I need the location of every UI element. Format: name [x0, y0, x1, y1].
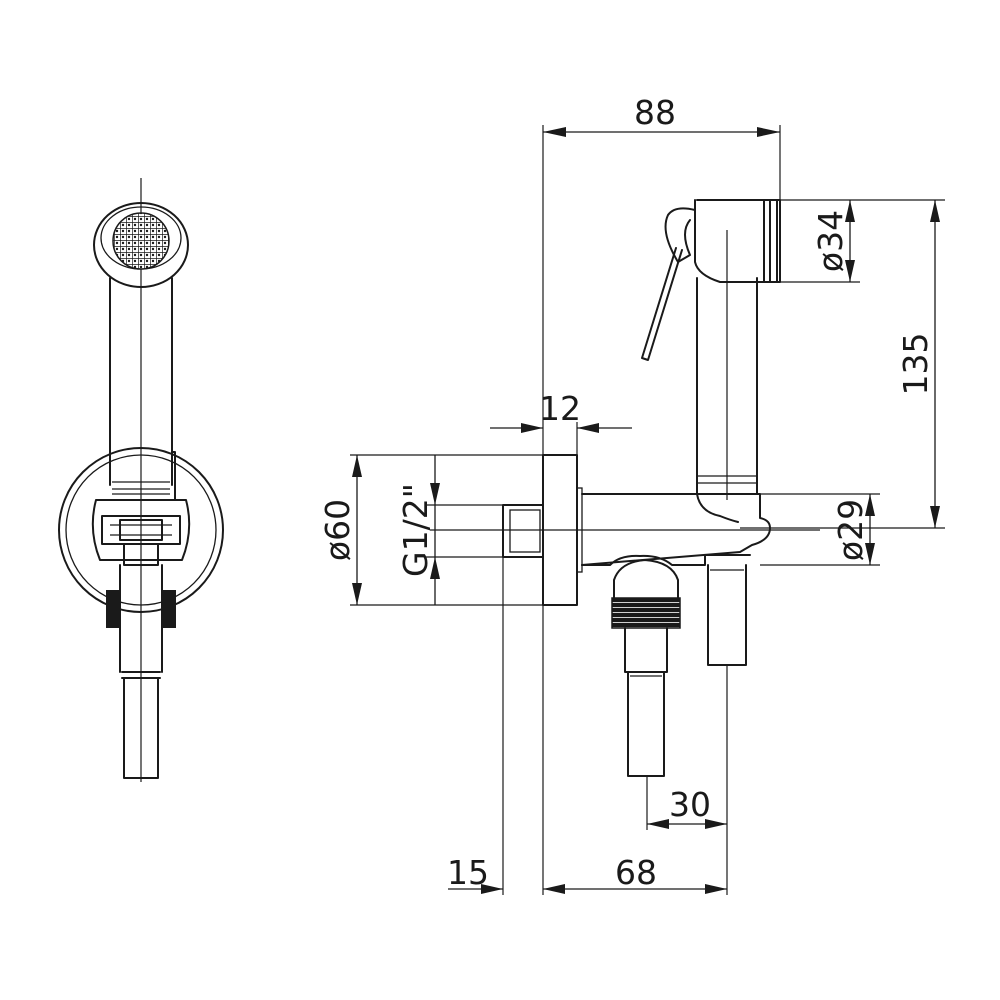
label-88: 88 [634, 93, 676, 132]
dim-30: 30 [647, 785, 727, 829]
thread-insert [502, 504, 544, 558]
handle-body [109, 277, 173, 486]
wall-flange [58, 447, 224, 613]
label-dia29: ø29 [831, 499, 870, 561]
outlet-tube [707, 564, 747, 666]
black-nut [611, 597, 681, 629]
label-dia34: ø34 [811, 210, 850, 272]
dim-12: 12 [490, 389, 632, 433]
label-15: 15 [447, 853, 489, 892]
dim-15: 15 [447, 853, 565, 894]
dim-88: 88 [543, 93, 780, 137]
label-dia60: ø60 [318, 499, 357, 561]
front-view [58, 178, 224, 782]
dim-dia60: ø60 [318, 455, 362, 605]
handset [641, 199, 781, 523]
nut-right [162, 590, 176, 628]
dim-135: 135 [896, 200, 940, 528]
hose-connector [611, 559, 681, 777]
extension-lines [350, 125, 945, 895]
label-30: 30 [669, 785, 711, 824]
dim-dia34: ø34 [811, 200, 855, 282]
hose-icon [119, 564, 163, 779]
nut-left [106, 590, 120, 628]
side-view [502, 199, 781, 777]
spray-head-side [694, 199, 781, 283]
label-135: 135 [896, 333, 935, 396]
label-12: 12 [539, 389, 581, 428]
dim-g12: G1/2" [396, 455, 440, 605]
dim-68: 68 [543, 853, 727, 894]
shower-head-icon [93, 202, 189, 288]
holder [101, 515, 181, 566]
label-g12: G1/2" [396, 483, 435, 577]
label-68: 68 [615, 853, 657, 892]
dim-dia29: ø29 [831, 494, 875, 565]
trigger-lever [664, 207, 696, 263]
